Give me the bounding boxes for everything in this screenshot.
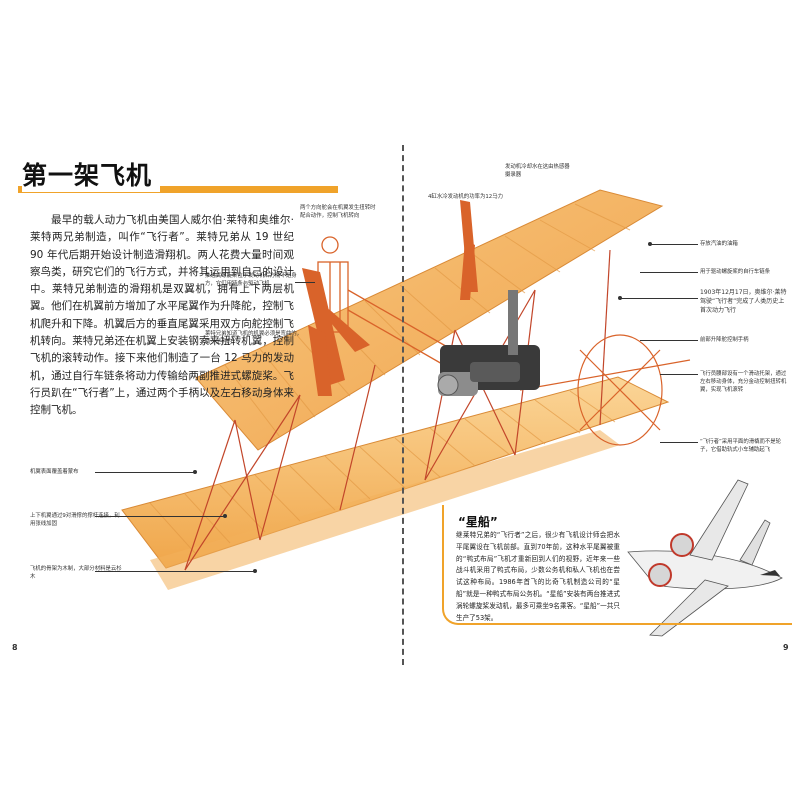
leader-dot-covering: [193, 470, 197, 474]
leader-skid: [660, 442, 698, 443]
leader-pilot-hip: [660, 374, 698, 375]
note-wing-fabric: 莱特兄弟知道飞机的机翼必须是弯曲的，而不是平的: [205, 331, 303, 345]
leader-covering: [95, 472, 195, 473]
note-frame: 飞机的骨架为木制，大部分材料是云杉木: [30, 566, 122, 580]
intro-paragraph: 最早的载人动力飞机由美国人威尔伯·莱特和奥维尔·莱特两兄弟制造，叫作“飞行者”。…: [30, 214, 294, 417]
note-pilot-hip: 飞行员腰部设有一个滑动托架，通过左右移动身体，充分金动控制扭转机翼，实现飞机滚转: [700, 371, 787, 393]
note-date: 1903年12月17日，奥维尔·莱特驾驶“飞行者”完成了人类历史上首次动力飞行: [700, 289, 787, 314]
leader-chain: [640, 272, 698, 273]
leader-elevator-handle: [640, 340, 698, 341]
note-engine-power: 4缸水冷发动机的功率为12马力: [428, 194, 503, 200]
starship-plane-illustration: [627, 479, 783, 637]
page-number-right: 9: [783, 643, 789, 652]
leader-dot-date: [618, 296, 622, 300]
note-chain: 用于驱动螺旋桨的自行车链条: [700, 269, 771, 275]
note-skid: “飞行者”采用平面的滑橇而不是轮子，它借助轨式小车辅助起飞: [700, 439, 782, 453]
page-spine: [402, 145, 404, 665]
engine: [437, 290, 540, 396]
starship-box-title: “星船”: [458, 515, 498, 529]
starship-info-box: [442, 505, 792, 625]
leader-chain-drive: [295, 282, 315, 283]
leader-date: [620, 298, 698, 299]
leader-dot-tank: [648, 242, 652, 246]
starship-box-text: 继莱特兄弟的“飞行者”之后，很少有飞机设计师会把水平尾翼设在飞机前部。直到70年…: [456, 531, 620, 622]
title-block: 第一架飞机: [18, 156, 338, 206]
note-elevator-handle: 前部升降舵控制手柄: [700, 337, 749, 343]
front-elevator: [519, 334, 691, 446]
note-rudder-linked: 两个方向舵会在机翼发生扭转时配合动作，控制飞机转向: [300, 205, 376, 219]
title-underline: [18, 186, 338, 193]
note-chain-drive: 推进式螺旋桨位于发动机后方而不是身方，它们用链条与驱动飞机: [205, 273, 297, 287]
page-number-left: 8: [12, 643, 18, 652]
leader-dot-wing-twist: [223, 514, 227, 518]
note-covering: 机翼表面覆盖着蒙布: [30, 469, 79, 475]
leader-tank: [650, 244, 698, 245]
leader-wing-twist: [95, 516, 225, 517]
leader-frame: [95, 571, 255, 572]
note-wing-twist: 上下机翼通过9对滑撑的撑杆连接，利用张线加固: [30, 513, 120, 527]
note-engine-cold: 发动机冷却水在这由热感器摄录器: [505, 164, 570, 178]
propellers: [302, 200, 478, 396]
note-tank: 存放汽油的油箱: [700, 241, 738, 247]
lower-wing: [121, 376, 670, 590]
leader-dot-frame: [253, 569, 257, 573]
page-title: 第一架飞机: [22, 156, 161, 192]
